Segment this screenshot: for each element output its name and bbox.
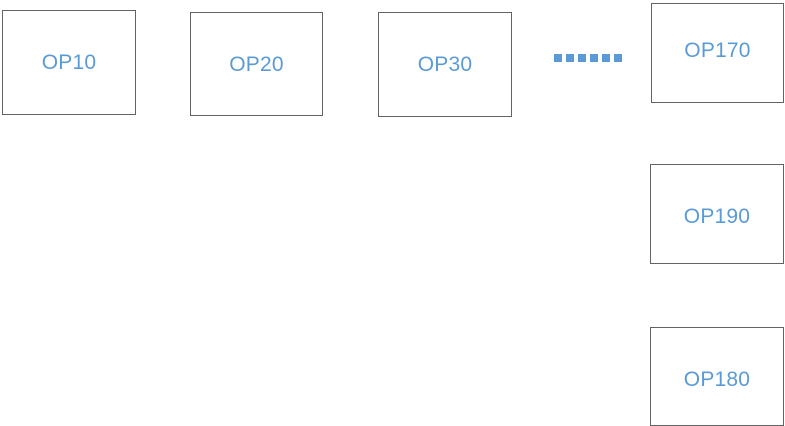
process-box-op10[interactable]: OP10 (2, 10, 136, 115)
process-box-label: OP170 (684, 38, 751, 62)
ellipsis-dot (578, 54, 586, 62)
process-box-label: OP30 (417, 53, 473, 76)
ellipsis-dot (602, 54, 610, 62)
continuation-ellipsis-icon (554, 54, 622, 62)
ellipsis-dot (590, 54, 598, 62)
process-box-op180[interactable]: OP180 (650, 327, 784, 426)
process-box-op170[interactable]: OP170 (651, 3, 784, 103)
process-box-label: OP20 (229, 52, 284, 76)
process-box-label: OP180 (683, 368, 751, 391)
process-box-label: OP190 (683, 204, 751, 228)
ellipsis-dot (554, 54, 562, 62)
process-box-op20[interactable]: OP20 (190, 12, 323, 116)
process-box-op190[interactable]: OP190 (650, 164, 784, 264)
ellipsis-dot (566, 54, 574, 62)
process-box-label: OP10 (41, 51, 97, 74)
ellipsis-dot (614, 54, 622, 62)
process-box-op30[interactable]: OP30 (378, 12, 512, 117)
